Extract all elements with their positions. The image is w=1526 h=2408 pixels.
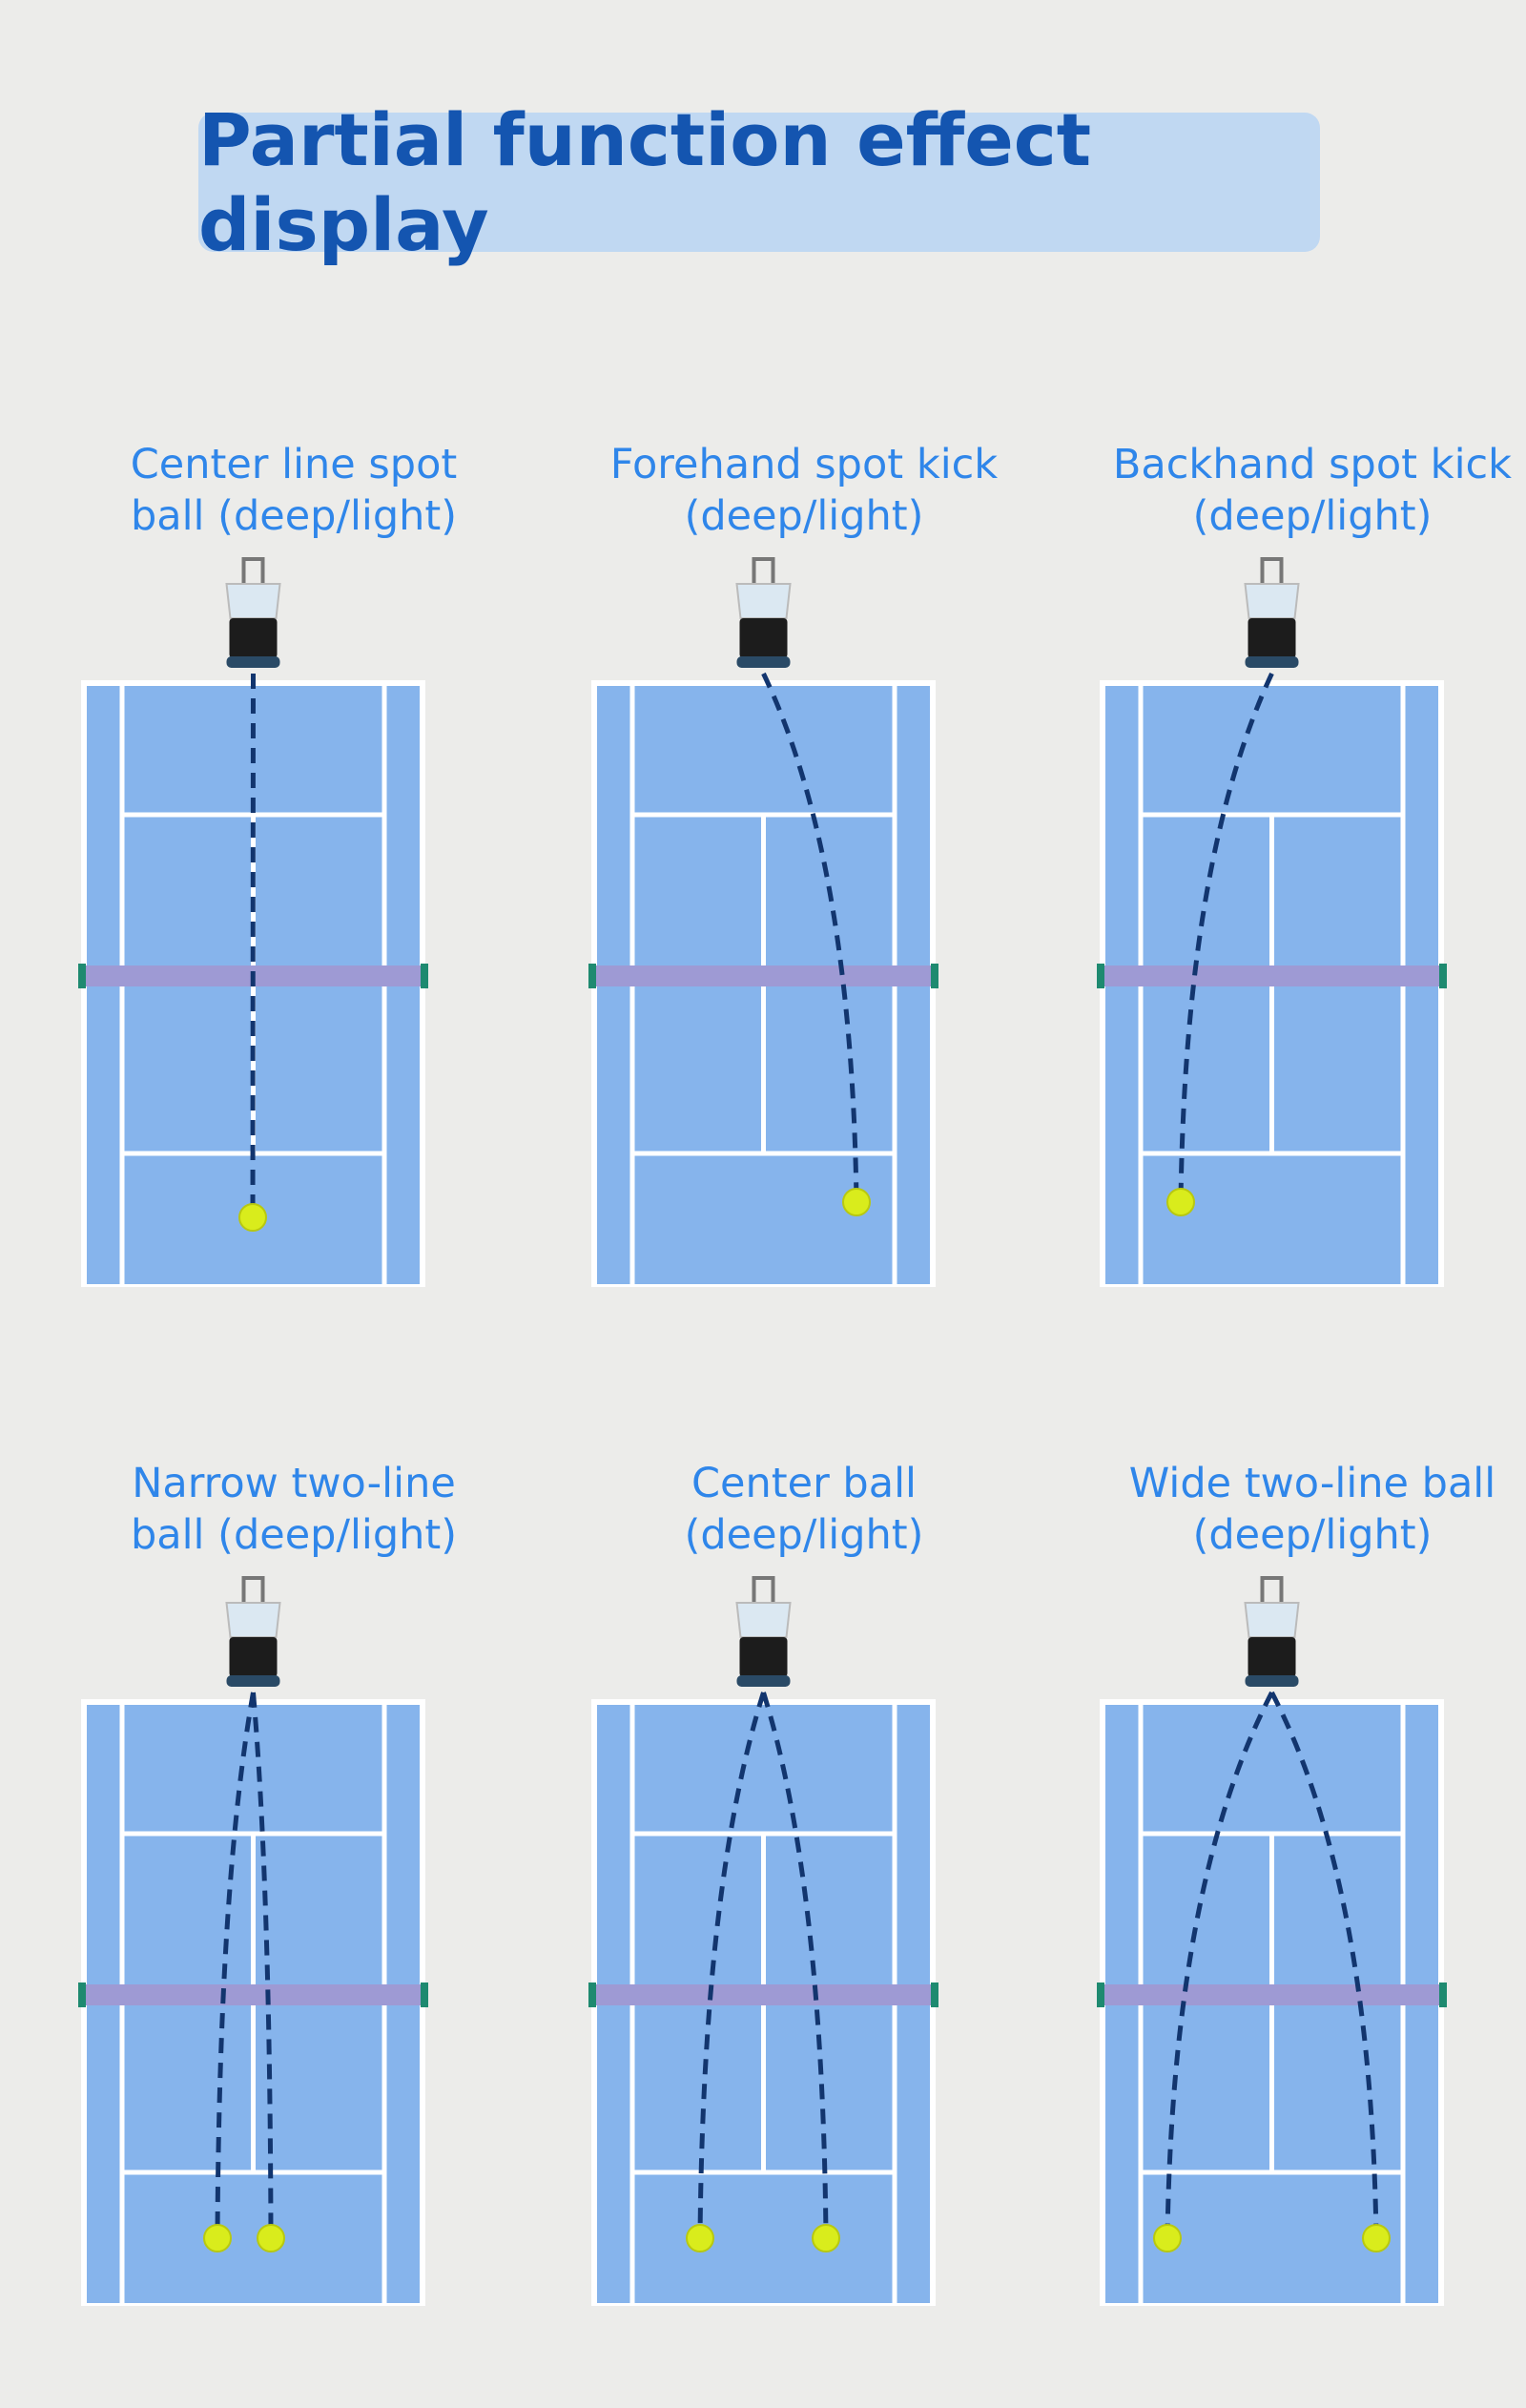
- machine-body: [229, 1637, 278, 1677]
- drill-label: Backhand spot kick(deep/light): [1045, 439, 1526, 542]
- drill-label-line2: (deep/light): [684, 1511, 924, 1559]
- ball-trajectory: [1178, 672, 1274, 1203]
- tennis-court: [1097, 557, 1447, 1287]
- net: [590, 965, 937, 986]
- ball-trajectory: [1269, 1691, 1379, 2239]
- title-banner: Partial function effect display: [198, 97, 1320, 267]
- tennis-ball: [203, 2224, 232, 2252]
- machine-body: [739, 1637, 788, 1677]
- drill-label: Center ball(deep/light): [537, 1458, 1071, 1561]
- machine-handle: [241, 1576, 265, 1607]
- net: [1099, 965, 1445, 986]
- drill-label-line2: ball (deep/light): [130, 492, 458, 540]
- drill-label-line1: Center ball: [691, 1460, 917, 1507]
- net-post-left: [588, 1982, 596, 2007]
- drill-label-line1: Wide two-line ball: [1128, 1460, 1496, 1507]
- machine-base: [226, 656, 280, 668]
- tennis-court: [588, 557, 938, 1287]
- machine-base: [1245, 1675, 1299, 1687]
- drill-label: Forehand spot kick(deep/light): [537, 439, 1071, 542]
- tennis-court: [78, 557, 428, 1287]
- tennis-court: [78, 1576, 428, 2306]
- net-post-right: [421, 964, 428, 988]
- machine-handle: [752, 557, 775, 588]
- ball-trajectory: [697, 1692, 766, 2239]
- page-title: Partial function effect display: [198, 97, 1092, 267]
- machine-hopper: [1244, 1602, 1300, 1638]
- machine-base: [736, 656, 791, 668]
- net: [80, 1984, 426, 2005]
- drill-label: Wide two-line ball(deep/light): [1045, 1458, 1526, 1561]
- net-post-right: [421, 1982, 428, 2007]
- net-post-left: [78, 1982, 86, 2007]
- tennis-ball: [686, 2224, 714, 2252]
- machine-body: [229, 618, 278, 658]
- machine-hopper: [225, 583, 281, 619]
- machine-handle: [1260, 1576, 1284, 1607]
- tennis-ball: [257, 2224, 285, 2252]
- net: [590, 1984, 937, 2005]
- tennis-ball: [1153, 2224, 1182, 2252]
- ball-trajectory: [1165, 1691, 1274, 2239]
- drill-label-line1: Center line spot: [130, 441, 458, 488]
- net-post-right: [1439, 1982, 1447, 2007]
- drill-label-line1: Narrow two-line: [132, 1460, 456, 1507]
- net: [1099, 1984, 1445, 2005]
- net-post-left: [78, 964, 86, 988]
- machine-body: [739, 618, 788, 658]
- ball-trajectory: [251, 1692, 274, 2239]
- net-post-left: [1097, 1982, 1104, 2007]
- drill-label-line2: (deep/light): [1192, 1511, 1433, 1559]
- drill-label-line1: Backhand spot kick: [1112, 441, 1513, 488]
- drill-label-line2: ball (deep/light): [130, 1511, 458, 1559]
- ball-trajectory: [250, 673, 256, 1218]
- tennis-ball: [238, 1203, 267, 1232]
- net-post-right: [931, 964, 938, 988]
- ball-trajectory: [761, 1692, 829, 2239]
- machine-hopper: [225, 1602, 281, 1638]
- net-post-right: [931, 1982, 938, 2007]
- tennis-ball: [1362, 2224, 1391, 2252]
- ball-trajectory: [761, 672, 859, 1203]
- machine-hopper: [735, 583, 792, 619]
- machine-body: [1248, 1637, 1296, 1677]
- drill-label-line2: (deep/light): [684, 492, 924, 540]
- net-post-left: [588, 964, 596, 988]
- machine-hopper: [1244, 583, 1300, 619]
- machine-base: [1245, 656, 1299, 668]
- machine-handle: [1260, 557, 1284, 588]
- tennis-court: [588, 1576, 938, 2306]
- machine-base: [736, 1675, 791, 1687]
- ball-trajectory: [215, 1692, 256, 2239]
- tennis-ball: [1166, 1188, 1195, 1216]
- tennis-court: [1097, 1576, 1447, 2306]
- net-post-left: [1097, 964, 1104, 988]
- tennis-ball: [812, 2224, 840, 2252]
- net-post-right: [1439, 964, 1447, 988]
- tennis-ball: [842, 1188, 871, 1216]
- drill-label-line2: (deep/light): [1192, 492, 1433, 540]
- machine-body: [1248, 618, 1296, 658]
- machine-base: [226, 1675, 280, 1687]
- machine-hopper: [735, 1602, 792, 1638]
- machine-handle: [752, 1576, 775, 1607]
- drill-label-line1: Forehand spot kick: [609, 441, 999, 488]
- machine-handle: [241, 557, 265, 588]
